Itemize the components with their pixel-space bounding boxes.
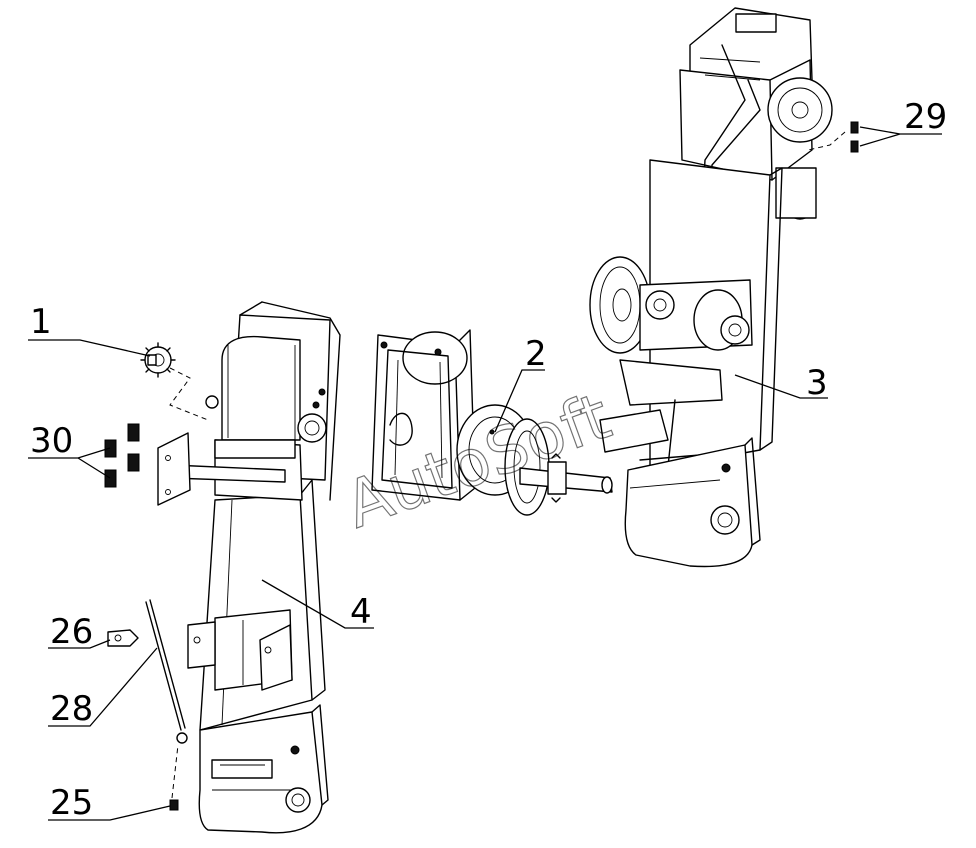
clip-part-26	[107, 629, 139, 647]
callout-label-30: 30	[30, 421, 73, 461]
callout-29: 29	[859, 97, 947, 147]
callout-label-4: 4	[350, 592, 372, 632]
keys-part-30	[104, 423, 140, 488]
callout-label-28: 28	[50, 689, 93, 729]
left-elevator-assembly	[157, 301, 341, 834]
callout-1: 1	[28, 302, 151, 357]
callout-28: 28	[48, 647, 158, 729]
middle-drum-assembly	[371, 329, 613, 516]
callout-label-29: 29	[904, 97, 947, 137]
assembly-line-25	[171, 744, 179, 799]
callout-label-3: 3	[806, 363, 828, 403]
sprocket-part-1	[140, 342, 176, 378]
callout-26: 26	[48, 612, 111, 652]
assembly-line-29	[807, 131, 846, 151]
callout-label-26: 26	[50, 612, 93, 652]
rod-part-28	[145, 599, 188, 744]
callout-2: 2	[494, 334, 547, 433]
callout-30: 30	[28, 421, 111, 479]
callout-4: 4	[261, 579, 374, 632]
callout-25: 25	[48, 783, 171, 823]
callout-label-1: 1	[30, 302, 52, 342]
callout-label-25: 25	[50, 783, 93, 823]
assembly-line-1	[169, 367, 209, 421]
right-elevator-assembly	[589, 7, 833, 568]
nut-part-25	[169, 799, 179, 811]
callout-label-2: 2	[525, 334, 547, 374]
keys-part-29	[850, 121, 859, 153]
callout-3: 3	[734, 363, 828, 403]
